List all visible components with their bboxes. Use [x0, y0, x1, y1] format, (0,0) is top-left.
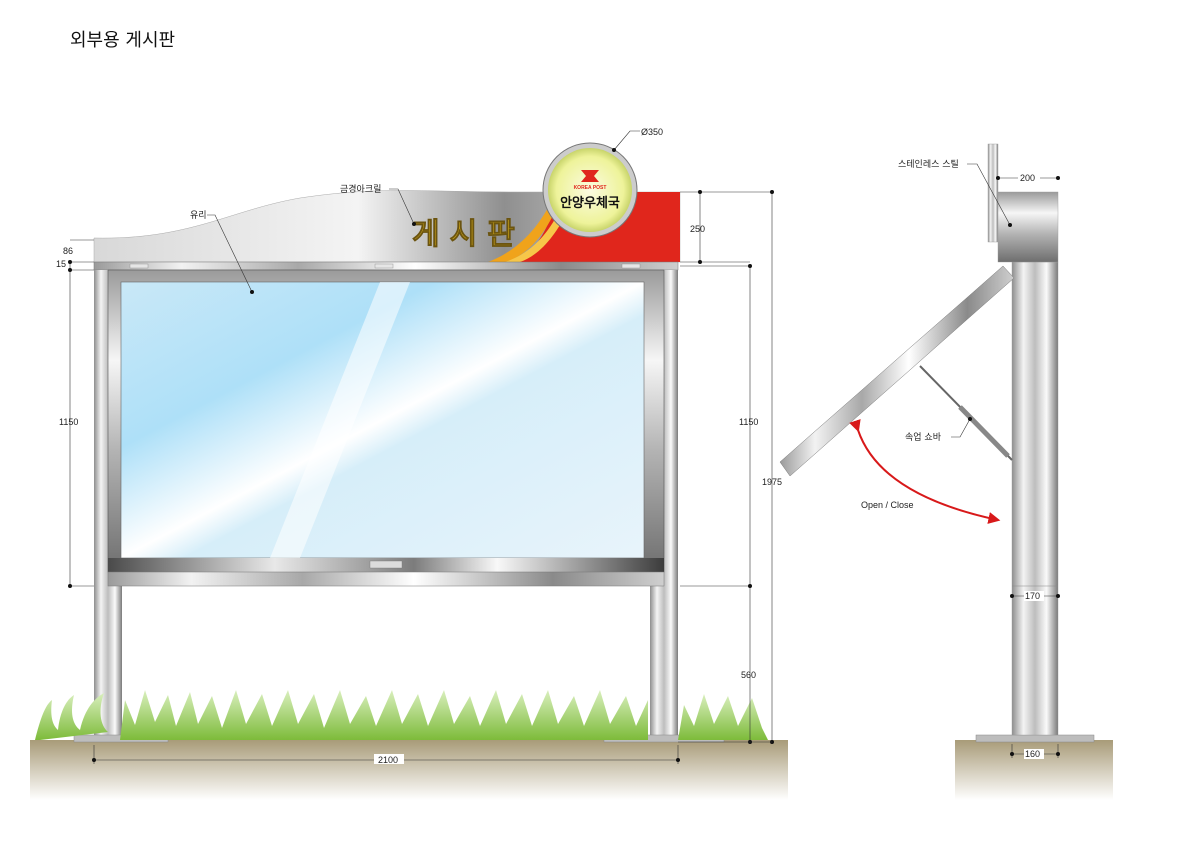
side-foot-plate — [975, 734, 1095, 743]
lock-handle — [369, 560, 403, 569]
callout-diameter: Ø350 — [641, 127, 663, 137]
hinge-middle — [374, 263, 394, 269]
side-view: Open / Close 속업 쇼바 스테인레스 스틸 200 170 160 — [779, 143, 1113, 800]
open-door-panel — [779, 265, 1015, 477]
callout-stainless: 스테인레스 스틸 — [898, 159, 959, 170]
korea-post-logo-icon — [581, 170, 599, 182]
brand-text: KOREA POST — [574, 185, 607, 191]
callout-glass: 유리 — [190, 210, 207, 221]
dim-200: 200 — [1020, 173, 1035, 183]
dim-560: 560 — [741, 670, 756, 680]
logo-disc — [548, 148, 632, 232]
dim-15: 15 — [56, 259, 66, 269]
dim-170: 170 — [1025, 591, 1040, 601]
dim-1150-left: 1150 — [59, 417, 78, 427]
dim-1975: 1975 — [762, 477, 782, 487]
header-side-box — [997, 191, 1059, 263]
front-view: 게시판 KOREA POST 안양우체국 86 15 1150 — [30, 127, 788, 800]
header-panel — [93, 190, 681, 263]
callout-damper: 속업 쇼바 — [905, 432, 942, 443]
dim-250: 250 — [690, 224, 705, 234]
hinge-left — [129, 263, 149, 269]
callout-open-close: Open / Close — [861, 500, 914, 510]
bottom-rail — [107, 571, 665, 587]
post-office-name: 안양우체국 — [560, 195, 620, 211]
page-title: 외부용 게시판 — [70, 30, 176, 51]
dim-2100: 2100 — [378, 755, 398, 765]
grass — [35, 690, 768, 740]
dim-160: 160 — [1025, 749, 1040, 759]
dim-86: 86 — [63, 246, 73, 256]
hinge-right — [621, 263, 641, 269]
damper-cylinder — [958, 405, 1010, 458]
header-text: 게시판 — [412, 217, 525, 252]
right-leg — [650, 586, 678, 740]
side-column — [1011, 261, 1059, 736]
ground-front — [30, 740, 788, 800]
open-close-arrow — [849, 418, 1001, 524]
callout-acrylic: 금경아크릴 — [340, 183, 381, 195]
glass-glare — [270, 282, 410, 558]
dim-1150-right: 1150 — [739, 417, 758, 427]
